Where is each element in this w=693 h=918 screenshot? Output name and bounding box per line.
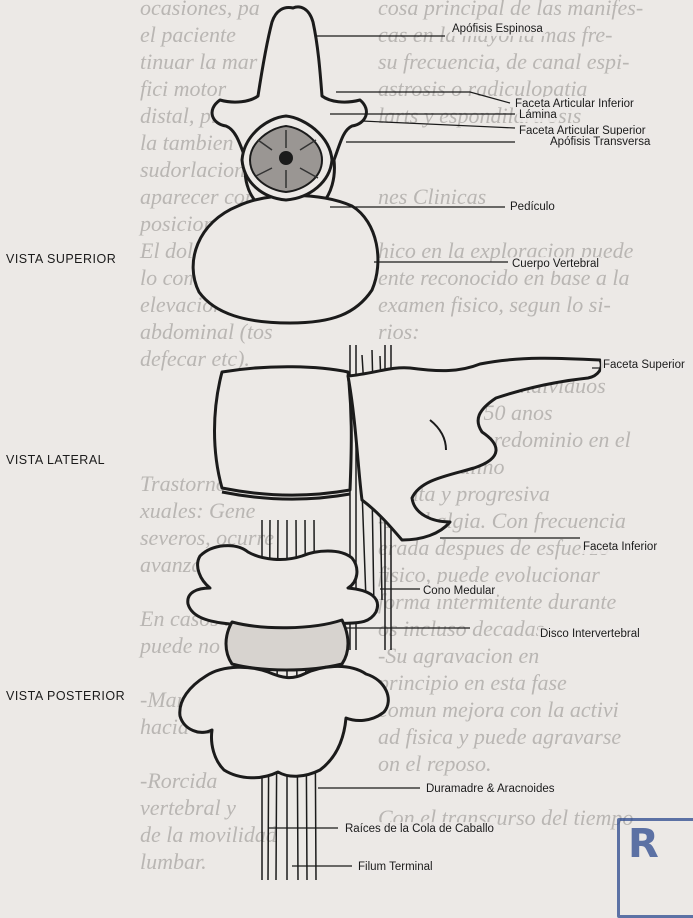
label-faceta-superior: Faceta Superior xyxy=(601,358,687,372)
label-lamina: Lámina xyxy=(517,108,559,122)
label-apofisis-espinosa: Apófisis Espinosa xyxy=(450,22,545,36)
lateral-vertebral-body xyxy=(215,367,352,495)
library-stamp: R xyxy=(617,818,693,918)
view-superior-caption: VISTA SUPERIOR xyxy=(6,252,116,267)
superior-spinal-canal xyxy=(279,151,293,165)
label-faceta-inferior: Faceta Inferior xyxy=(581,540,659,554)
posterior-lower-vertebra xyxy=(180,666,389,777)
label-raices: Raíces de la Cola de Caballo xyxy=(343,822,496,836)
label-disco-intervertebral: Disco Intervertebral xyxy=(538,627,642,641)
posterior-disc xyxy=(226,620,348,670)
leader-faceta-articular-superior xyxy=(362,121,515,128)
label-cuerpo-vertebral: Cuerpo Vertebral xyxy=(510,257,601,271)
label-filum: Filum Terminal xyxy=(356,860,435,874)
label-cono-medular: Cono Medular xyxy=(421,584,497,598)
label-duramadre: Duramadre & Aracnoides xyxy=(424,782,556,796)
lateral-arch xyxy=(348,358,601,540)
superior-vertebral-body xyxy=(193,196,378,324)
stamp-letter: R xyxy=(628,821,659,867)
view-posterior-caption: VISTA POSTERIOR xyxy=(6,689,125,704)
view-lateral-caption: VISTA LATERAL xyxy=(6,453,105,468)
label-pediculo: Pedículo xyxy=(508,200,557,214)
label-apofisis-transversa: Apófisis Transversa xyxy=(548,135,652,149)
